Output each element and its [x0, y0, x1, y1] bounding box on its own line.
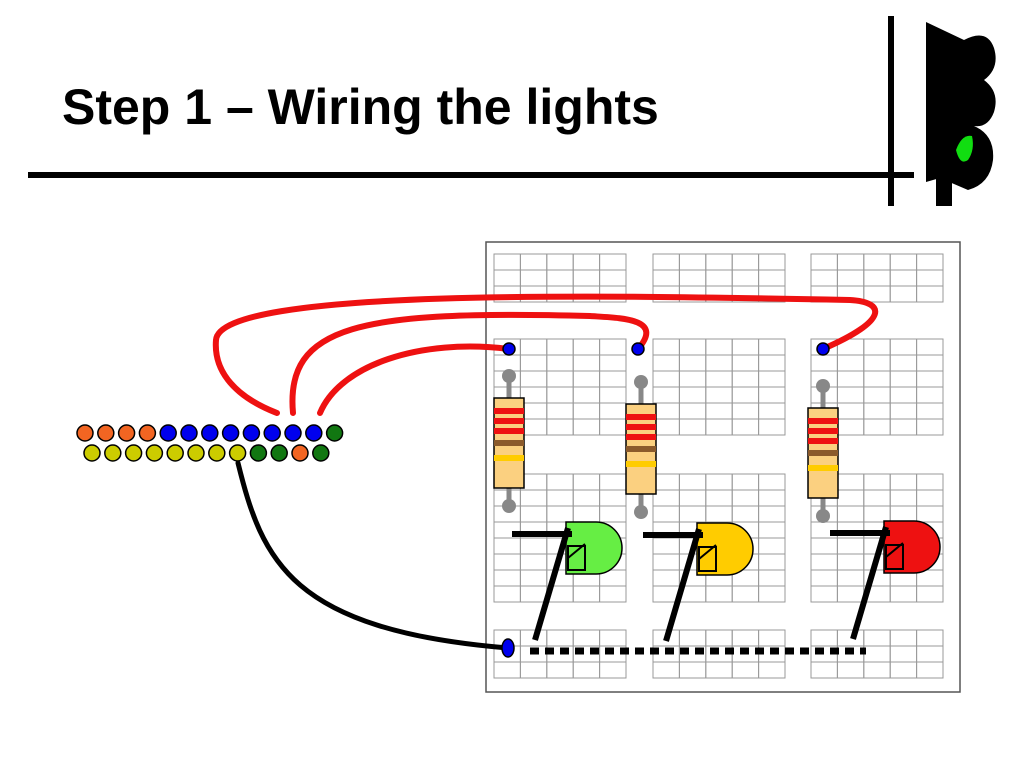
header-pin — [145, 444, 164, 462]
header-pin — [270, 444, 288, 462]
red-wire-3 — [212, 293, 879, 416]
breadboard-hole — [599, 661, 627, 679]
resistor — [625, 375, 657, 519]
resistor — [493, 369, 525, 513]
header-pin — [221, 424, 240, 442]
breadboard-hole — [758, 661, 786, 679]
header-pin — [201, 424, 219, 442]
breadboard-pins — [501, 342, 830, 658]
pin-dot — [502, 342, 516, 356]
red-wire-2 — [289, 311, 650, 416]
breadboard-hole — [758, 418, 786, 436]
header-pin — [117, 424, 136, 442]
black-wire — [235, 460, 511, 651]
header-pin — [242, 424, 261, 442]
breadboard-hole — [599, 585, 627, 603]
header-pin — [325, 424, 344, 442]
breadboard — [485, 241, 961, 693]
red-wires — [212, 293, 879, 416]
header-pin — [83, 444, 101, 462]
header-pin — [187, 444, 205, 462]
pin-dot — [631, 342, 645, 356]
header-pin — [305, 424, 323, 442]
yellow-led — [643, 522, 754, 642]
breadboard-hole — [916, 418, 944, 436]
breadboard-hole — [916, 585, 944, 603]
red-wire-1 — [317, 343, 512, 416]
header-pin — [284, 424, 302, 442]
page-title: Step 1 – Wiring the lights — [62, 79, 659, 135]
header-pin — [124, 444, 143, 462]
header-pin — [97, 424, 115, 442]
ground-pin-dot — [501, 638, 515, 658]
header-pin — [180, 424, 198, 442]
header-pin — [228, 444, 247, 462]
header-pin — [159, 424, 177, 442]
breadboard-hole — [758, 585, 786, 603]
header-pin — [263, 424, 281, 442]
traffic-light-icon — [926, 22, 996, 206]
breadboard-hole — [916, 285, 944, 303]
green-led — [512, 521, 623, 641]
header-pin — [76, 424, 94, 442]
header-pin — [249, 444, 268, 462]
red-led — [830, 520, 941, 640]
header-pin — [208, 444, 226, 462]
header-pin — [104, 444, 122, 462]
breadboard-hole — [916, 661, 944, 679]
header-connector — [76, 424, 344, 462]
header-pin — [138, 424, 157, 442]
header-pin — [291, 444, 309, 462]
header-pin — [312, 444, 330, 462]
pin-dot — [816, 342, 830, 356]
breadboard-hole — [758, 285, 786, 303]
header-pin — [166, 444, 184, 462]
resistor — [807, 379, 839, 523]
